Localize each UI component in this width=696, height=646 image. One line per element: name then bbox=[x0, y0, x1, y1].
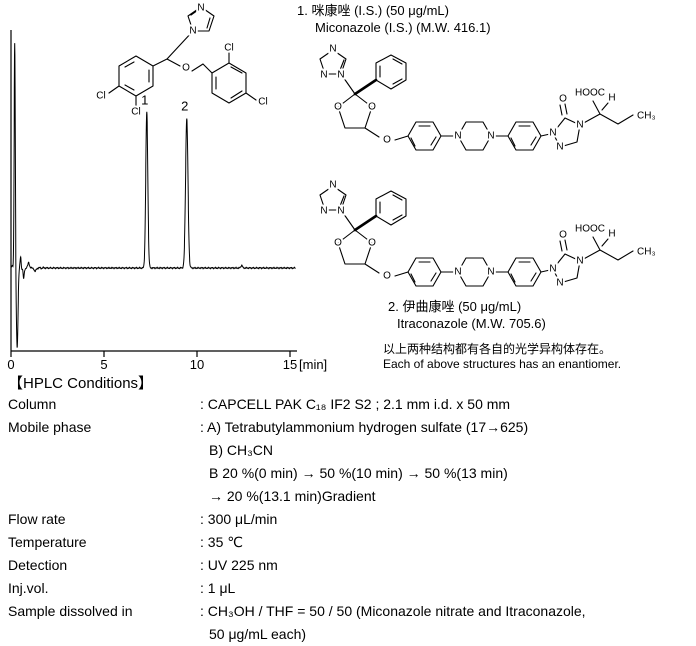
itraconazole-skeleton: N N N O O O N N N N N O HOOC H CH₃ bbox=[318, 42, 657, 155]
itraconazole-caption-en: Itraconazole (M.W. 705.6) bbox=[397, 316, 546, 331]
atom-label-n: N bbox=[320, 70, 327, 81]
enantiomer-note: 以上两种结构都有各自的光学异构体存在。 Each of above struct… bbox=[383, 342, 621, 372]
hplc-conditions-section: 【HPLC Conditions】 Column : CAPCELL PAK C… bbox=[8, 374, 692, 646]
condition-row-column: Column : CAPCELL PAK C₁₈ IF2 S2 ; 2.1 mm… bbox=[8, 393, 692, 416]
condition-value: : A) Tetrabutylammonium hydrogen sulfate… bbox=[200, 416, 528, 508]
condition-row-temperature: Temperature : 35 ℃ bbox=[8, 531, 692, 554]
condition-value-line: : CH₃OH / THF = 50 / 50 (Miconazole nitr… bbox=[200, 603, 586, 619]
condition-value-line: : A) Tetrabutylammonium hydrogen sulfate… bbox=[200, 419, 529, 435]
svg-text:5: 5 bbox=[100, 357, 107, 372]
condition-label: Detection bbox=[8, 557, 68, 573]
condition-row-mobile-phase: Mobile phase : A) Tetrabutylammonium hyd… bbox=[8, 416, 692, 508]
hplc-conditions-title: 【HPLC Conditions】 bbox=[8, 375, 154, 392]
miconazole-structure: N N Cl Cl O Cl Cl bbox=[94, 1, 269, 120]
condition-label: Column bbox=[8, 396, 57, 412]
condition-label: Mobile phase bbox=[8, 419, 92, 435]
atom-label-n: N bbox=[556, 142, 563, 153]
condition-value-line: B) CH₃CN bbox=[209, 442, 274, 458]
stereo-wedge-bond bbox=[353, 78, 378, 96]
miconazole-bonds bbox=[108, 6, 257, 107]
condition-value: : 300 μL/min bbox=[200, 508, 277, 531]
svg-text:0: 0 bbox=[7, 357, 14, 372]
miconazole-caption-en: Miconazole (I.S.) (M.W. 416.1) bbox=[315, 20, 491, 35]
condition-value-line: → 20 %(13.1 min)Gradient bbox=[209, 488, 376, 504]
svg-text:15: 15 bbox=[283, 357, 297, 372]
atom-label-ch3: CH₃ bbox=[637, 111, 656, 122]
condition-label: Temperature bbox=[8, 534, 87, 550]
atom-label-n: N bbox=[197, 3, 204, 14]
svg-text:1: 1 bbox=[141, 93, 148, 108]
chromatogram-svg: 0 5 10 15[min] 1 2 bbox=[7, 30, 327, 372]
enantiomer-note-cn: 以上两种结构都有各自的光学异构体存在。 bbox=[383, 342, 612, 356]
atom-label-o: O bbox=[368, 102, 376, 113]
atom-label-o: O bbox=[182, 63, 190, 74]
condition-value-line: : 35 ℃ bbox=[200, 534, 243, 550]
condition-row-sample-dissolved-in: Sample dissolved in : CH₃OH / THF = 50 /… bbox=[8, 600, 692, 646]
condition-row-flow-rate: Flow rate : 300 μL/min bbox=[8, 508, 692, 531]
condition-label: Sample dissolved in bbox=[8, 603, 133, 619]
atom-label-cl: Cl bbox=[96, 91, 105, 102]
atom-label-cl: Cl bbox=[224, 43, 233, 54]
atom-label-o: O bbox=[559, 94, 567, 105]
condition-label: Inj.vol. bbox=[8, 580, 49, 596]
itraconazole-structure-2 bbox=[318, 177, 658, 291]
itraconazole-structure-1: N N N O O O N N N N N O HOOC H CH₃ bbox=[318, 42, 657, 155]
atom-label-n: N bbox=[329, 44, 336, 55]
atom-label-o: O bbox=[383, 135, 391, 146]
atom-label-n: N bbox=[337, 70, 344, 81]
condition-value: : 1 μL bbox=[200, 577, 235, 600]
condition-label: Flow rate bbox=[8, 511, 66, 527]
condition-value: : UV 225 nm bbox=[200, 554, 278, 577]
condition-value-line: : CAPCELL PAK C₁₈ IF2 S2 ; 2.1 mm i.d. x… bbox=[200, 396, 511, 412]
atom-label-n: N bbox=[549, 128, 556, 139]
itraconazole-caption-cn: 2. 伊曲康唑 (50 μg/mL) bbox=[388, 299, 522, 314]
atom-label-hooc: HOOC bbox=[575, 88, 605, 99]
condition-value-line: : 1 μL bbox=[200, 580, 236, 596]
condition-value-line: B 20 %(0 min) → 50 %(10 min) → 50 %(13 m… bbox=[209, 465, 508, 481]
enantiomer-note-en: Each of above structures has an enantiom… bbox=[383, 357, 622, 371]
condition-value-line: 50 μg/mL each) bbox=[209, 626, 307, 642]
svg-text:[min]: [min] bbox=[299, 357, 327, 372]
svg-text:10: 10 bbox=[190, 357, 204, 372]
miconazole-caption-cn: 1. 咪康唑 (I.S.) (50 μg/mL) bbox=[297, 3, 449, 18]
atom-label-n: N bbox=[189, 26, 196, 37]
atom-label-n: N bbox=[487, 131, 494, 142]
svg-text:2: 2 bbox=[181, 98, 188, 113]
condition-row-inj-vol: Inj.vol. : 1 μL bbox=[8, 577, 692, 600]
condition-value: : 35 ℃ bbox=[200, 531, 243, 554]
atom-label-n: N bbox=[576, 120, 583, 131]
itraconazole-caption: 2. 伊曲康唑 (50 μg/mL) Itraconazole (M.W. 70… bbox=[388, 298, 546, 332]
condition-value: : CAPCELL PAK C₁₈ IF2 S2 ; 2.1 mm i.d. x… bbox=[200, 393, 510, 416]
itraconazole-bonds bbox=[319, 49, 634, 151]
condition-row-detection: Detection : UV 225 nm bbox=[8, 554, 692, 577]
atom-label-n: N bbox=[454, 131, 461, 142]
atom-label-o: O bbox=[334, 102, 342, 113]
miconazole-caption: 1. 咪康唑 (I.S.) (50 μg/mL) Miconazole (I.S… bbox=[297, 2, 491, 36]
atom-label-cl: Cl bbox=[258, 97, 267, 108]
atom-label-h: H bbox=[608, 93, 615, 104]
condition-value-line: : UV 225 nm bbox=[200, 557, 278, 573]
condition-value: : CH₃OH / THF = 50 / 50 (Miconazole nitr… bbox=[200, 600, 586, 646]
condition-value-line: : 300 μL/min bbox=[200, 511, 278, 527]
atom-label-cl: Cl bbox=[131, 107, 140, 118]
